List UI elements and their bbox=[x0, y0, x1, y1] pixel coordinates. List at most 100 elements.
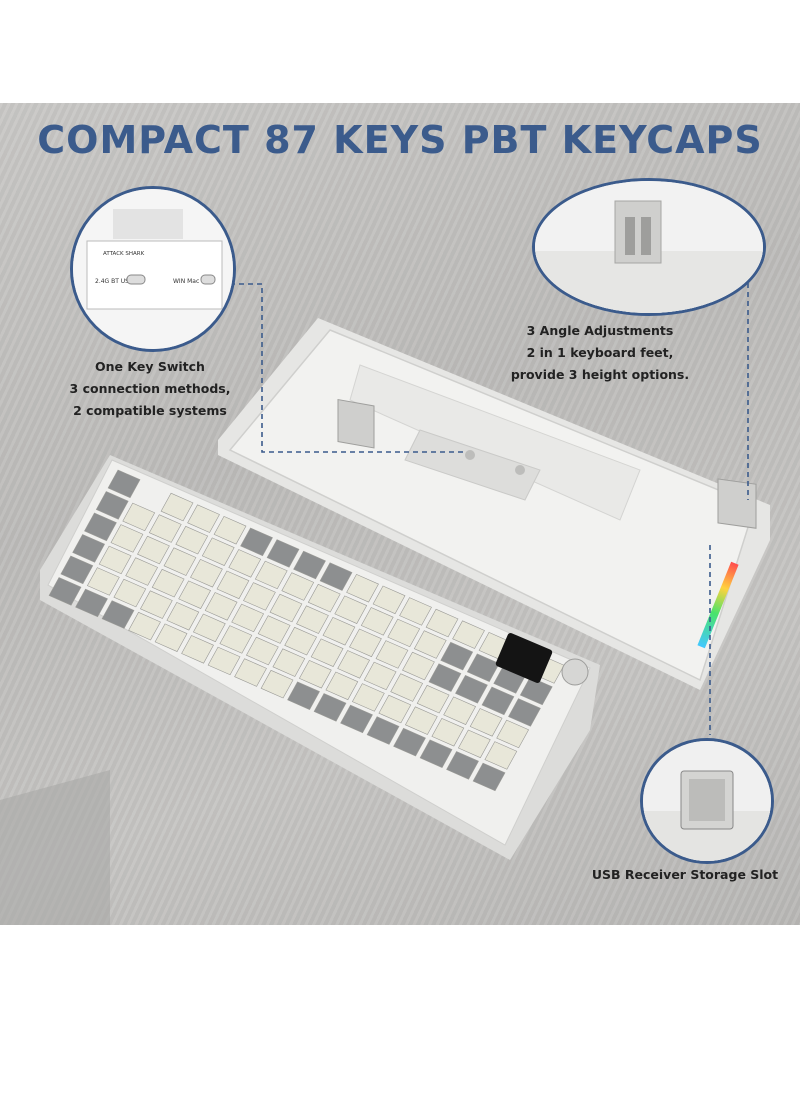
keycap bbox=[366, 716, 400, 745]
keycap bbox=[148, 514, 182, 543]
keycap bbox=[284, 626, 318, 656]
keycap bbox=[187, 504, 220, 533]
keycap bbox=[266, 539, 300, 568]
keycap bbox=[139, 590, 173, 619]
keycap bbox=[372, 585, 406, 615]
keycap bbox=[75, 588, 108, 618]
keycap bbox=[201, 537, 235, 566]
usb-caption: USB Receiver Storage Slot bbox=[591, 867, 779, 882]
keycap bbox=[269, 593, 303, 623]
keycap bbox=[287, 681, 320, 710]
keycap bbox=[351, 683, 385, 712]
keyboard-front bbox=[40, 455, 600, 860]
keycap bbox=[98, 545, 132, 575]
keycap bbox=[48, 577, 82, 606]
keycap bbox=[60, 555, 94, 585]
keycap bbox=[234, 658, 267, 687]
keycap bbox=[240, 527, 273, 557]
keycap bbox=[346, 574, 379, 603]
keycap bbox=[375, 640, 409, 669]
keycap bbox=[281, 572, 315, 601]
keycap bbox=[113, 578, 147, 608]
keycap bbox=[213, 516, 247, 545]
keycap bbox=[428, 663, 462, 692]
keycap bbox=[257, 615, 291, 644]
keycap bbox=[496, 719, 530, 749]
keycap bbox=[298, 660, 332, 689]
keycap bbox=[325, 671, 359, 701]
keycap bbox=[404, 706, 438, 735]
keycap bbox=[360, 607, 394, 636]
keycap bbox=[228, 549, 262, 578]
keycap bbox=[107, 469, 141, 499]
keycap bbox=[110, 524, 144, 553]
keycap bbox=[466, 653, 500, 682]
keycap bbox=[122, 502, 156, 532]
usb-slot-callout bbox=[640, 738, 774, 864]
keycap bbox=[160, 492, 194, 522]
keycap bbox=[455, 675, 488, 704]
keycap bbox=[313, 693, 347, 722]
keycap bbox=[413, 630, 447, 659]
keycap bbox=[192, 613, 226, 643]
keycap bbox=[484, 741, 518, 770]
keycap bbox=[72, 534, 106, 563]
svg-text:WIN Mac: WIN Mac bbox=[173, 278, 199, 285]
keycap bbox=[425, 608, 459, 638]
keycap bbox=[101, 600, 135, 629]
feet-caption: 3 Angle Adjustments 2 in 1 keyboard feet… bbox=[510, 323, 690, 382]
svg-text:2.4G BT USB: 2.4G BT USB bbox=[95, 278, 133, 285]
keycap bbox=[84, 512, 117, 542]
switch-caption: One Key Switch 3 connection methods, 2 c… bbox=[69, 359, 231, 418]
keycap bbox=[137, 535, 170, 565]
keycap bbox=[519, 676, 553, 706]
keycap bbox=[254, 560, 288, 590]
keycap bbox=[204, 592, 238, 621]
keycap bbox=[163, 547, 197, 576]
keycap bbox=[260, 669, 294, 699]
keycap bbox=[340, 704, 373, 734]
keycap bbox=[190, 559, 223, 588]
keycap bbox=[319, 562, 353, 591]
keyboard-back bbox=[218, 318, 770, 690]
keycap bbox=[245, 636, 279, 666]
keycap bbox=[293, 550, 326, 580]
keycap bbox=[469, 708, 503, 737]
keycap bbox=[508, 698, 541, 727]
keycap bbox=[416, 684, 450, 714]
keycap bbox=[481, 686, 515, 716]
keycap bbox=[178, 580, 212, 609]
keycap bbox=[166, 602, 200, 631]
keycap bbox=[402, 651, 435, 681]
keycap bbox=[307, 583, 341, 613]
keycap bbox=[95, 491, 129, 520]
keycap bbox=[219, 625, 253, 654]
keycap bbox=[393, 727, 426, 757]
keycap bbox=[363, 661, 397, 691]
keycap bbox=[125, 557, 159, 586]
keycap bbox=[446, 751, 479, 780]
keycap bbox=[272, 648, 306, 677]
keycap bbox=[457, 729, 491, 759]
keycap bbox=[390, 673, 424, 702]
keycap bbox=[175, 525, 209, 555]
keycap bbox=[472, 762, 506, 792]
keycap bbox=[181, 635, 214, 664]
label-sticker-callout: ATTACK SHARK 2.4G BT USB WIN Mac bbox=[70, 186, 236, 352]
keycap bbox=[216, 570, 250, 600]
keycap bbox=[334, 595, 368, 624]
keycap bbox=[231, 603, 265, 633]
keycap bbox=[296, 605, 329, 634]
brand-text: ATTACK SHARK bbox=[103, 251, 145, 257]
keycap bbox=[452, 620, 485, 649]
keycap bbox=[322, 617, 356, 646]
keycap bbox=[378, 694, 412, 724]
keyboard-feet-callout bbox=[532, 178, 766, 316]
keycap bbox=[399, 597, 432, 626]
keycap bbox=[86, 567, 120, 596]
keycap bbox=[443, 696, 477, 725]
keycap bbox=[419, 739, 453, 768]
keycap bbox=[440, 641, 474, 671]
keycap bbox=[154, 623, 188, 652]
keycap bbox=[128, 611, 161, 641]
